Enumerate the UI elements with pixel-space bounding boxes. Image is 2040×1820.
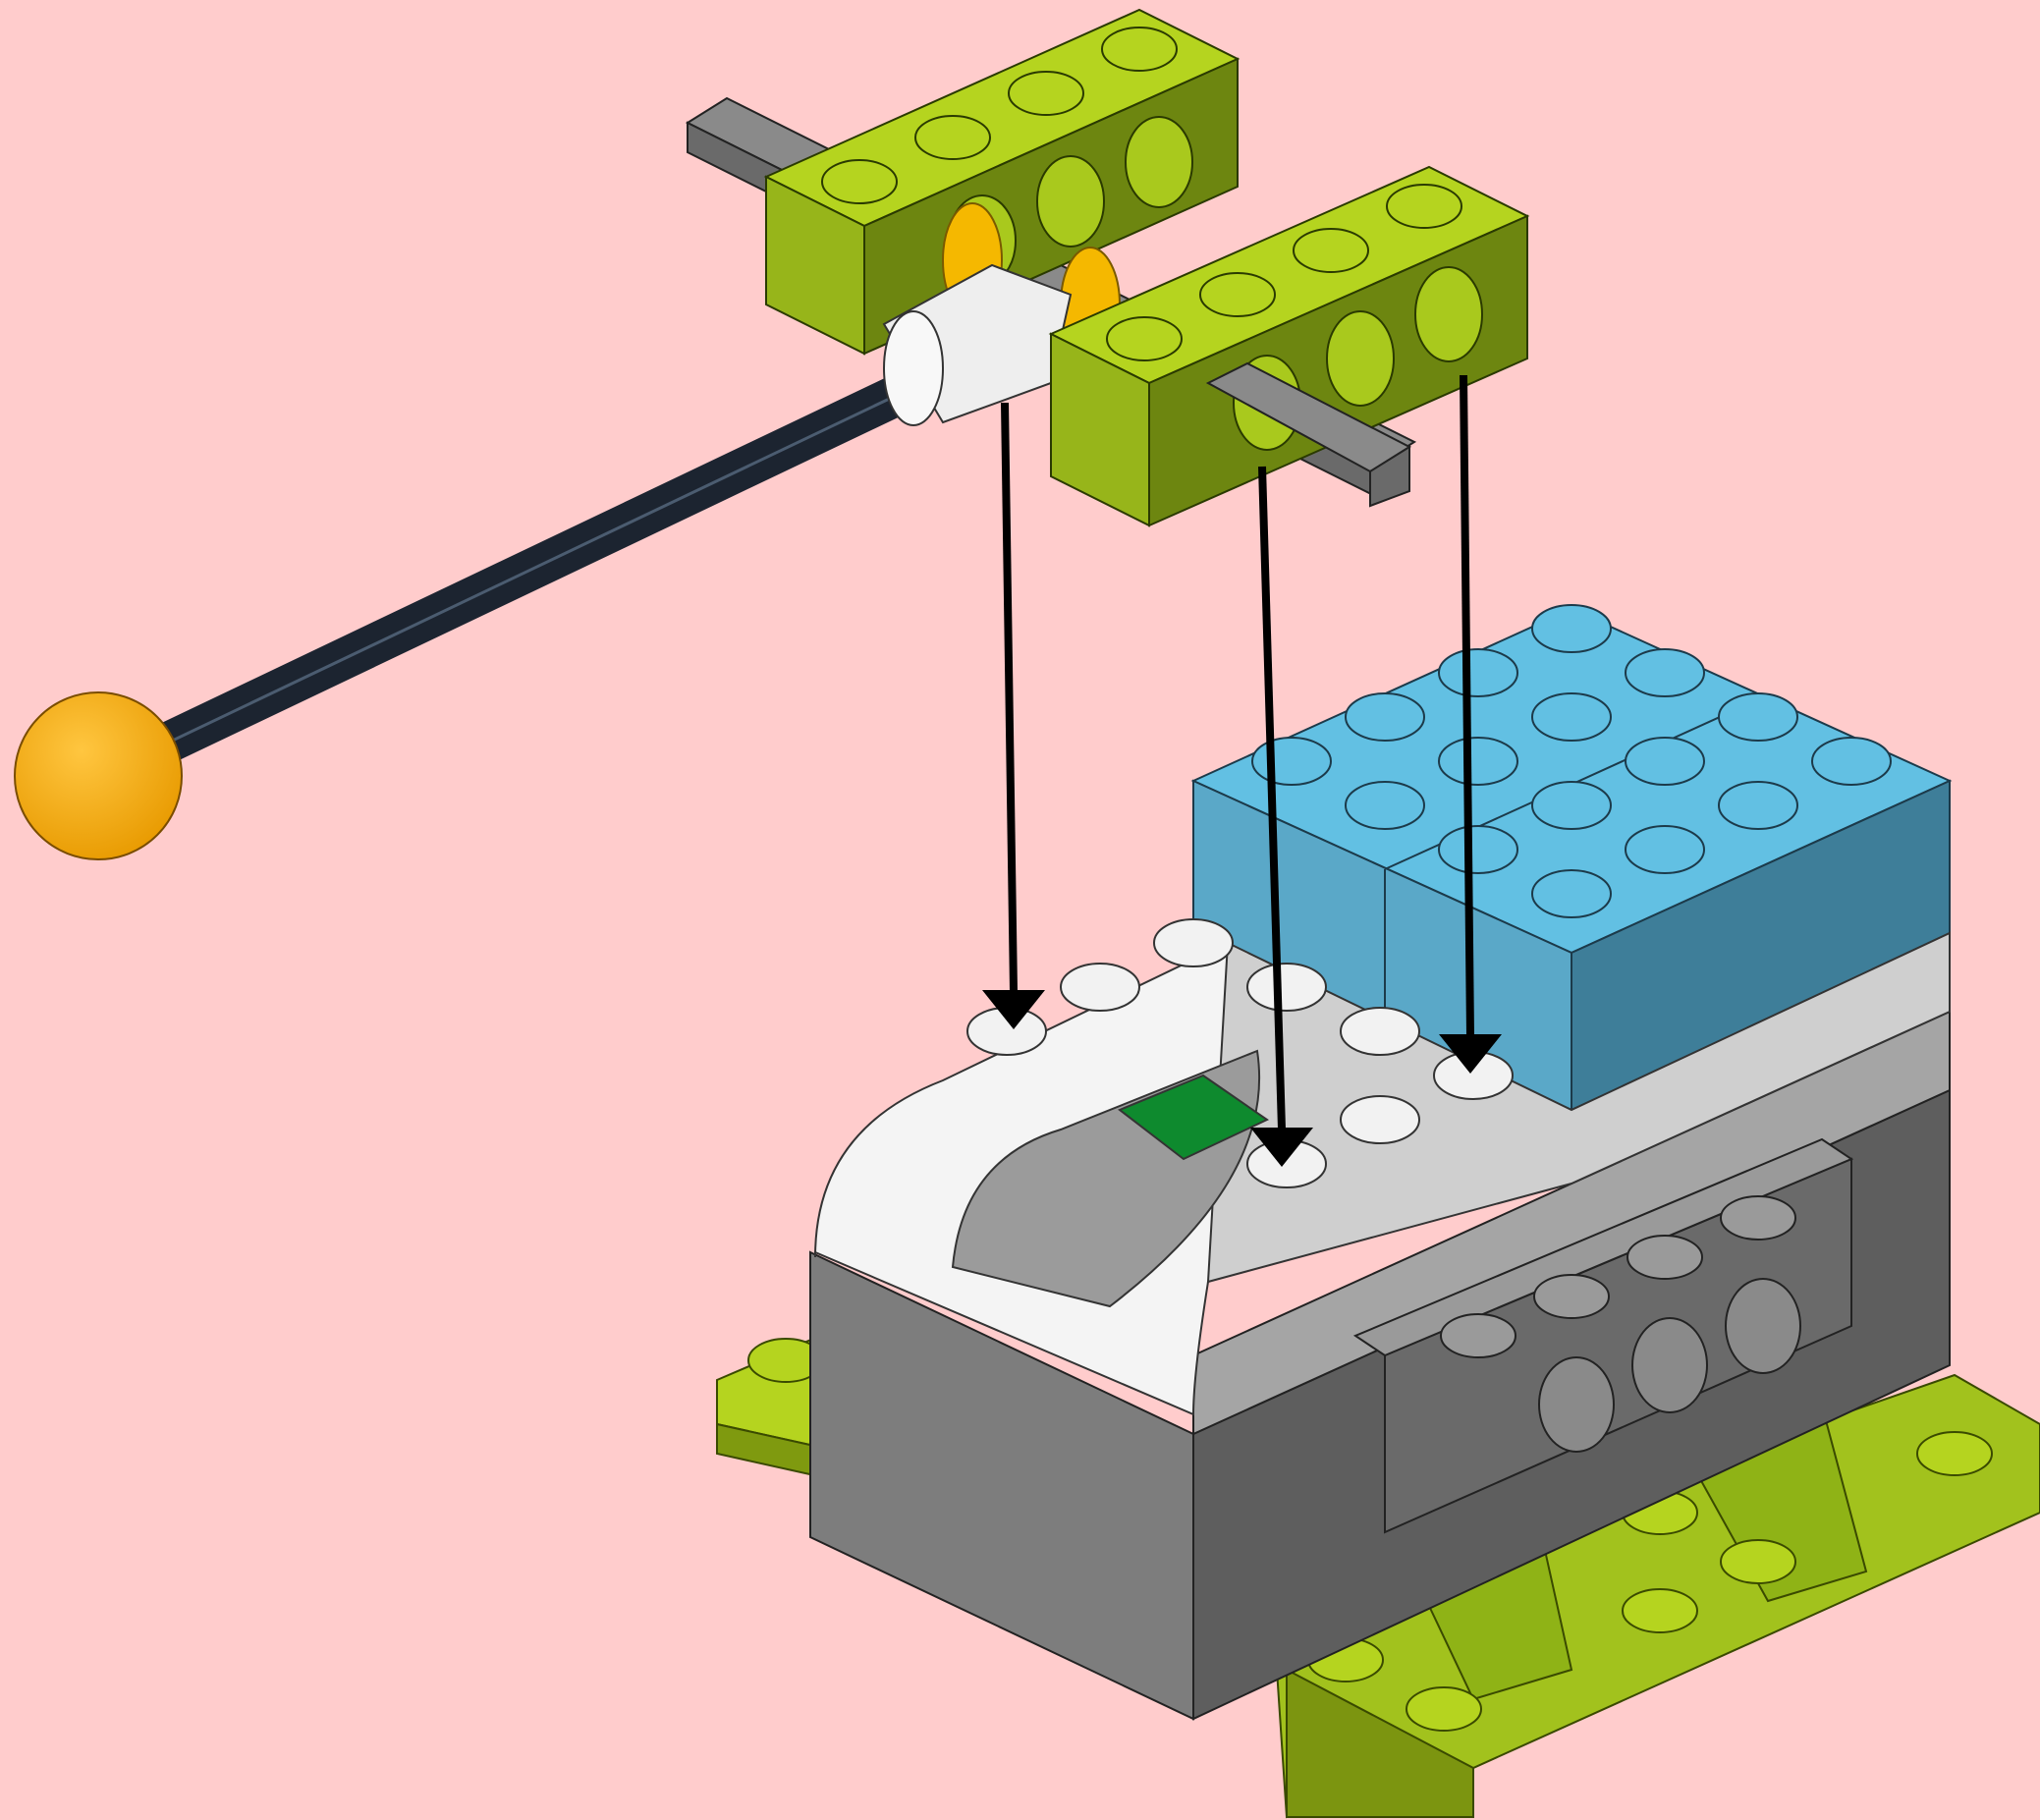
orange-ball: [15, 692, 182, 859]
black-flex-rod: [98, 373, 943, 776]
assembly-arrow-left: [1005, 403, 1014, 992]
